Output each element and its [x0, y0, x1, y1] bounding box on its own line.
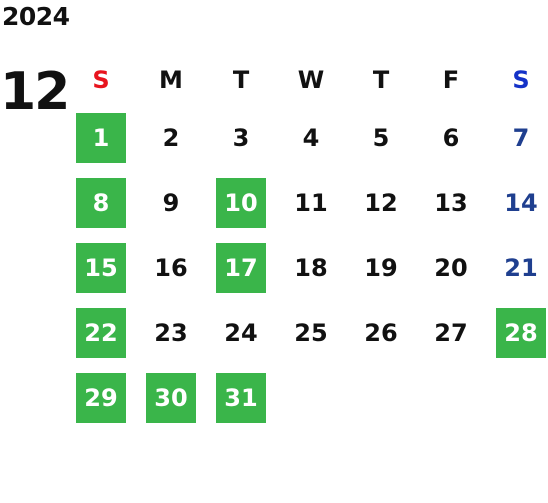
calendar-day-number-highlighted: 29	[76, 372, 126, 423]
calendar-day-number: 26	[364, 318, 398, 347]
calendar-day-number: 13	[434, 188, 468, 217]
calendar-day-number: 25	[294, 318, 328, 347]
calendar-day[interactable]: 5	[346, 105, 416, 170]
calendar-month: 12	[0, 62, 70, 122]
calendar-day[interactable]: 16	[136, 235, 206, 300]
weekday-sunday: S	[92, 66, 110, 94]
calendar-day-number	[286, 373, 336, 423]
calendar-day[interactable]: 4	[276, 105, 346, 170]
weekday-thursday: T	[372, 66, 390, 94]
calendar-day-number: 4	[302, 123, 320, 152]
weekday-friday: F	[442, 66, 460, 94]
calendar-day[interactable]: 22	[66, 300, 136, 365]
calendar-day[interactable]: 1	[66, 105, 136, 170]
calendar-day-number	[426, 373, 476, 423]
calendar-day-number: 7	[512, 123, 530, 152]
calendar-day-number: 21	[504, 253, 538, 282]
calendar-day[interactable]: 15	[66, 235, 136, 300]
weekday-header-row: S M T W T F S	[66, 55, 548, 105]
calendar-day-empty	[486, 365, 548, 430]
calendar-day-number: 3	[232, 123, 250, 152]
calendar-day[interactable]: 28	[486, 300, 548, 365]
calendar-day-number: 23	[154, 318, 188, 347]
calendar-day-number-highlighted: 8	[76, 177, 126, 228]
calendar-day-empty	[346, 365, 416, 430]
calendar-day-number: 27	[434, 318, 468, 347]
calendar-day-number: 9	[162, 188, 180, 217]
calendar-day-number: 12	[364, 188, 398, 217]
calendar-day-number-highlighted: 17	[216, 242, 266, 293]
calendar-day[interactable]: 18	[276, 235, 346, 300]
calendar-day[interactable]: 11	[276, 170, 346, 235]
calendar-day[interactable]: 7	[486, 105, 548, 170]
calendar-day[interactable]: 29	[66, 365, 136, 430]
weekday-saturday: S	[512, 66, 530, 94]
calendar-day-number-highlighted: 30	[146, 372, 196, 423]
weekday-tuesday: T	[232, 66, 250, 94]
calendar-day[interactable]: 8	[66, 170, 136, 235]
weekday-wednesday: W	[297, 66, 325, 94]
calendar-day-number: 24	[224, 318, 258, 347]
calendar-day-empty	[276, 365, 346, 430]
calendar-day-number: 16	[154, 253, 188, 282]
calendar-day[interactable]: 2	[136, 105, 206, 170]
calendar-day-number-highlighted: 28	[496, 307, 546, 358]
calendar-day[interactable]: 27	[416, 300, 486, 365]
calendar-day[interactable]: 13	[416, 170, 486, 235]
calendar-day[interactable]: 20	[416, 235, 486, 300]
calendar-day-number: 20	[434, 253, 468, 282]
calendar-day[interactable]: 12	[346, 170, 416, 235]
calendar-day-number-highlighted: 15	[76, 242, 126, 293]
calendar-week-row: 15 16 17 18 19 20 21	[66, 235, 548, 300]
calendar-day[interactable]: 31	[206, 365, 276, 430]
weekday-monday: M	[159, 66, 183, 94]
calendar-day-empty	[416, 365, 486, 430]
calendar-day[interactable]: 19	[346, 235, 416, 300]
calendar-day[interactable]: 3	[206, 105, 276, 170]
calendar-day-number	[356, 373, 406, 423]
calendar-day-number: 14	[504, 188, 538, 217]
calendar-day-number-highlighted: 22	[76, 307, 126, 358]
calendar-day-number: 6	[442, 123, 460, 152]
calendar-day-number: 18	[294, 253, 328, 282]
calendar-day-number: 19	[364, 253, 398, 282]
calendar-week-row: 22 23 24 25 26 27 28	[66, 300, 548, 365]
calendar-day[interactable]: 9	[136, 170, 206, 235]
calendar-day[interactable]: 10	[206, 170, 276, 235]
calendar-day-number: 5	[372, 123, 390, 152]
calendar-day-number-highlighted: 10	[216, 177, 266, 228]
calendar-day[interactable]: 25	[276, 300, 346, 365]
calendar-day[interactable]: 21	[486, 235, 548, 300]
calendar-day-number: 2	[162, 123, 180, 152]
calendar-week-row: 29 30 31	[66, 365, 548, 430]
calendar-day[interactable]: 24	[206, 300, 276, 365]
calendar-day[interactable]: 14	[486, 170, 548, 235]
calendar-day-number-highlighted: 1	[76, 112, 126, 163]
calendar-day-number-highlighted: 31	[216, 372, 266, 423]
calendar-year: 2024	[2, 2, 70, 31]
calendar-day-number	[496, 373, 546, 423]
calendar-day[interactable]: 6	[416, 105, 486, 170]
calendar-week-row: 1 2 3 4 5 6 7	[66, 105, 548, 170]
calendar-day-number: 11	[294, 188, 328, 217]
calendar-day[interactable]: 26	[346, 300, 416, 365]
calendar-day[interactable]: 17	[206, 235, 276, 300]
calendar-day[interactable]: 30	[136, 365, 206, 430]
calendar-week-row: 8 9 10 11 12 13 14	[66, 170, 548, 235]
calendar-day[interactable]: 23	[136, 300, 206, 365]
